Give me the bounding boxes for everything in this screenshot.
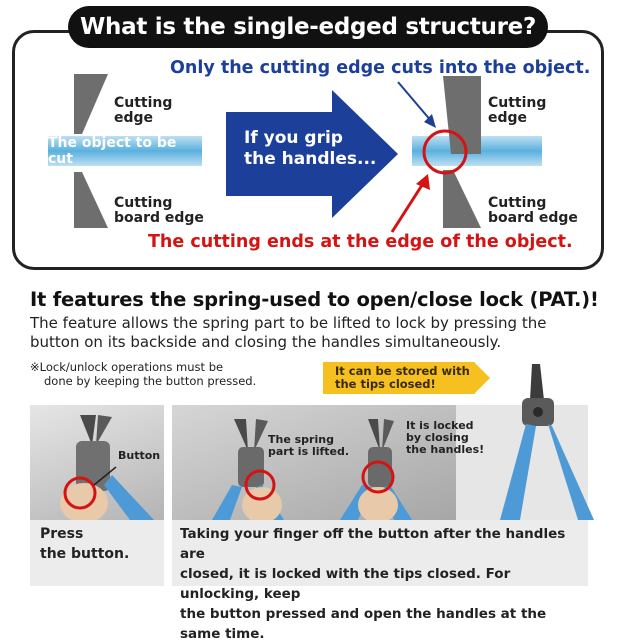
right-board-blade [443,170,481,228]
press-button-photo [30,405,164,520]
arrow-text: If you grip the handles... [244,128,376,170]
pointer-arrows [390,81,436,233]
arrow-text-2: the handles... [244,149,377,169]
arrow-text-1: If you grip [244,128,343,148]
lock-caption-box [172,520,588,586]
cutting-edge-text-r2: edge [488,110,528,126]
press-caption-2: the button. [40,546,130,562]
blue-note: Only the cutting edge cuts into the obje… [170,58,591,78]
feature-body-line-1: The feature allows the spring part to be… [30,314,547,332]
lock-caption-1: Taking your finger off the button after … [180,526,566,562]
left-board-blade [74,172,108,228]
spring-label: The spring part is lifted. [268,434,349,458]
callout-line-2: the tips closed! [335,377,436,391]
lock-caption-2: closed, it is locked with the tips close… [180,566,511,602]
spring-label-1: The spring [268,433,334,446]
lock-caption: Taking your finger off the button after … [180,524,584,644]
cutting-edge-text-r1: Cutting [488,95,547,111]
left-cutting-blade [74,74,108,134]
locked-label-3: the handles! [406,443,485,456]
board-edge-label-left: Cutting board edge [114,196,204,226]
board-edge-text-r2: board edge [488,210,578,226]
object-to-be-cut: The object to be cut [48,135,202,167]
blue-pointer-arrow [397,81,433,123]
board-edge-text-2: board edge [114,210,204,226]
locked-label-1: It is locked [406,419,474,432]
left-blades [74,74,108,228]
locked-label-2: by closing [406,431,469,444]
lock-caption-3: the button pressed and open the handles … [180,606,547,642]
red-pointer-arrow [390,181,426,233]
board-edge-label-right: Cutting board edge [488,196,578,226]
note-line-2: done by keeping the button pressed. [44,374,257,388]
press-caption-box [30,520,164,586]
stored-nipper-illustration [500,364,594,520]
board-edge-text-1: Cutting [114,195,173,211]
feature-body: The feature allows the spring part to be… [30,314,600,352]
right-cutting-blade [443,76,481,154]
operation-note: ※Lock/unlock operations must be done by … [30,360,256,388]
board-edge-text-r1: Cutting [488,195,547,211]
feature-body-line-2: button on its backside and closing the h… [30,333,502,351]
locked-label: It is locked by closing the handles! [406,420,484,456]
button-label: Button [118,449,161,462]
cutting-edge-text-1: Cutting [114,95,173,111]
callout-line-1: It can be stored with [335,364,470,378]
nipper-closeup-illustration [60,415,154,520]
press-caption-1: Press [40,526,84,542]
callout-pointer [474,362,490,394]
note-line-1: ※Lock/unlock operations must be [30,360,224,374]
cutting-edge-text-2: edge [114,110,154,126]
section-title: What is the single-edged structure? [68,6,548,48]
cutting-edge-label-right: Cutting edge [488,96,546,126]
feature-title: It features the spring-used to open/clos… [30,288,599,311]
big-arrow-icon [226,90,398,218]
red-note: The cutting ends at the edge of the obje… [148,232,573,252]
storage-callout: It can be stored with the tips closed! [323,362,475,394]
spring-label-2: part is lifted. [268,445,350,458]
button-highlight-circle [63,476,97,510]
highlight-circle [422,129,468,175]
cutting-edge-label-left: Cutting edge [114,96,172,126]
right-blades [422,76,481,228]
press-caption: Press the button. [40,524,129,564]
